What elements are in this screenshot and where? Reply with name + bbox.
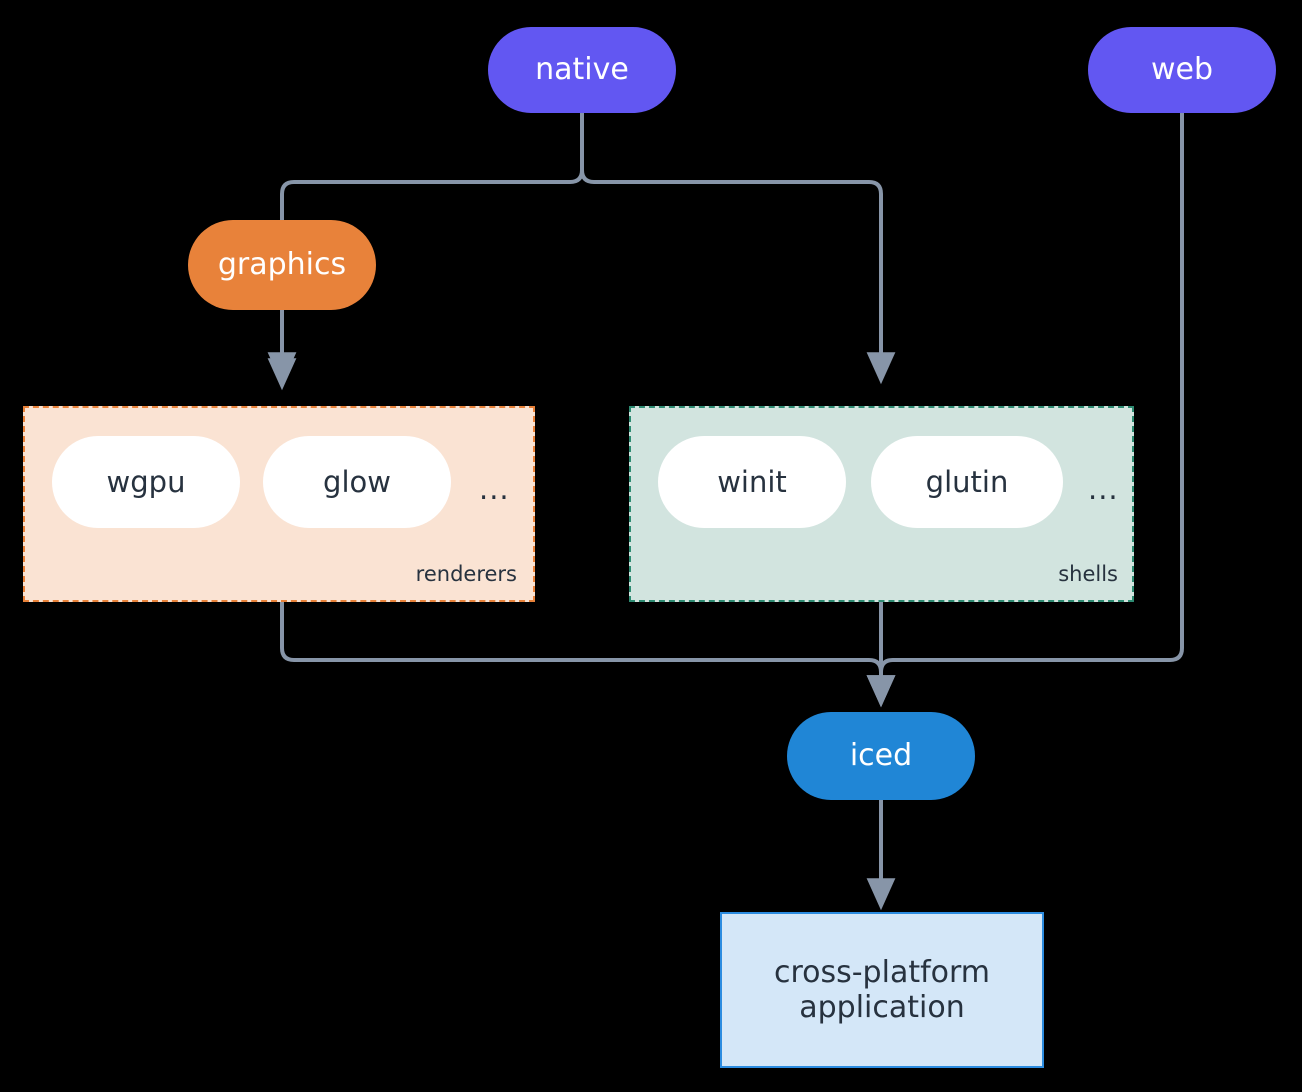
- list-item-glutin[interactable]: glutin: [871, 436, 1063, 528]
- edge-native-to-shells: [580, 113, 896, 385]
- group-label-shells: shells: [1058, 562, 1118, 586]
- pill-label: winit: [717, 465, 787, 499]
- pill-label: glutin: [925, 465, 1009, 499]
- node-iced[interactable]: iced: [787, 712, 975, 800]
- list-item-wgpu[interactable]: wgpu: [52, 436, 240, 528]
- node-native[interactable]: native: [488, 27, 676, 113]
- node-iced-label: iced: [849, 738, 913, 774]
- group-shells: winit glutin ... shells: [629, 406, 1134, 602]
- node-application-label: cross-platform application: [773, 954, 991, 1025]
- list-item-glow[interactable]: glow: [263, 436, 451, 528]
- node-web[interactable]: web: [1088, 27, 1276, 113]
- shells-overflow-ellipsis: ...: [1088, 472, 1119, 506]
- pill-label: wgpu: [106, 465, 186, 499]
- edge-renderers-to-iced: [280, 602, 896, 708]
- node-graphics-label: graphics: [217, 247, 347, 283]
- renderers-overflow-ellipsis: ...: [479, 472, 510, 506]
- pill-label: glow: [323, 465, 391, 499]
- node-application[interactable]: cross-platform application: [720, 912, 1044, 1068]
- node-web-label: web: [1150, 52, 1214, 88]
- node-graphics[interactable]: graphics: [188, 220, 376, 310]
- list-item-winit[interactable]: winit: [658, 436, 846, 528]
- node-native-label: native: [535, 52, 629, 88]
- group-renderers: wgpu glow ... renderers: [23, 406, 535, 602]
- group-label-renderers: renderers: [415, 562, 517, 586]
